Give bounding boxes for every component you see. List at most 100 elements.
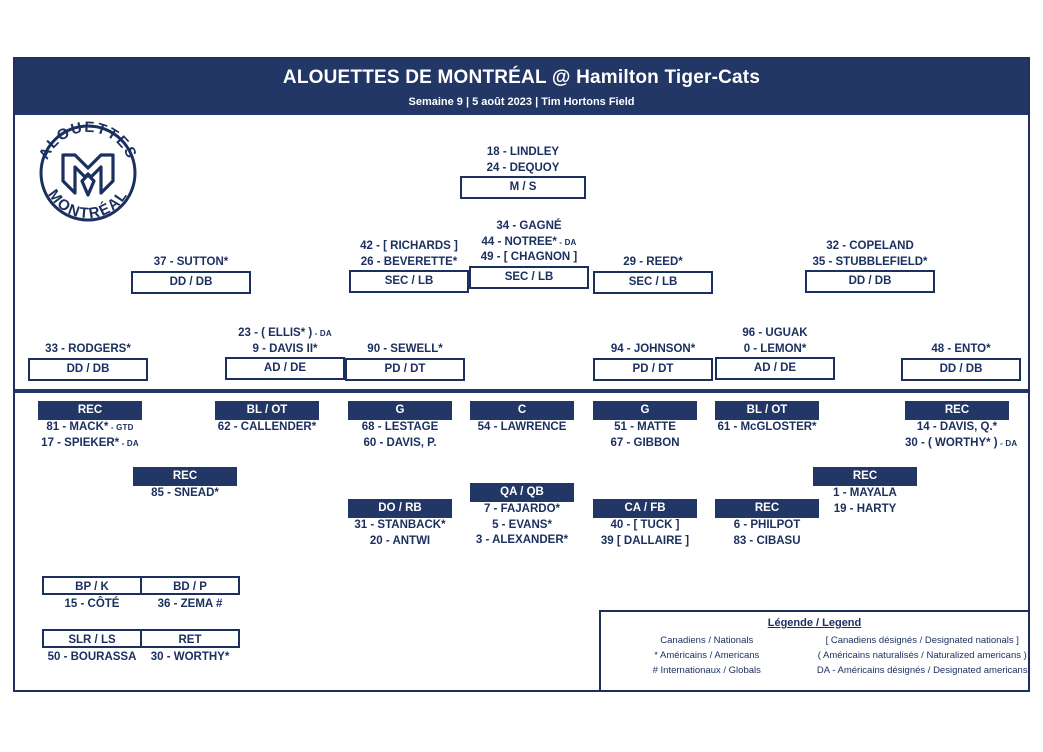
- legend-entry: DA - Américains désignés / Designated am…: [816, 665, 1028, 676]
- position-box: QA / QB: [470, 483, 574, 502]
- legend-entry: ( Américains naturalisés / Naturalized a…: [817, 650, 1027, 661]
- player-list: 18 - LINDLEY 24 - DEQUOY: [460, 145, 586, 176]
- position-box: CA / FB: [593, 499, 697, 518]
- unit-ms: 18 - LINDLEY 24 - DEQUOY M / S: [460, 145, 586, 199]
- position-box: REC: [715, 499, 819, 518]
- player-name: 48 - ENTO*: [931, 343, 991, 355]
- player-name: 24 - DEQUOY: [486, 161, 560, 174]
- player-name: 14 - DAVIS, Q.*: [916, 421, 998, 433]
- player-name: 50 - BOURASSA: [47, 651, 137, 663]
- player-list: 61 - McGLOSTER*: [715, 420, 819, 436]
- unit-rec-right-inner: REC 6 - PHILPOT 83 - CIBASU: [715, 499, 819, 549]
- player-list: 7 - FAJARDO* 5 - EVANS* 3 - ALEXANDER*: [470, 502, 574, 549]
- unit-pd-dt-right: 94 - JOHNSON* PD / DT: [593, 342, 713, 381]
- position-box: BP / K: [42, 576, 142, 595]
- unit-ad-de-right: 96 - UGUAK 0 - LEMON* AD / DE: [715, 326, 835, 380]
- unit-sec-lb-mid: 34 - GAGNÉ 44 - NOTREE* - DA 49 - [ CHAG…: [469, 219, 589, 289]
- position-box: REC: [133, 467, 237, 486]
- player-name: 30 - ( WORTHY* ) - DA: [905, 436, 1018, 449]
- special-teams-cell: BD / P 36 - ZEMA #: [140, 576, 240, 613]
- position-box: DO / RB: [348, 499, 452, 518]
- unit-bl-ot-left: BL / OT 62 - CALLENDER*: [215, 401, 319, 436]
- unit-c-center: C 54 - LAWRENCE: [470, 401, 574, 436]
- special-teams-cell: BP / K 15 - CÔTÉ: [42, 576, 142, 613]
- unit-g-right: G 51 - MATTE 67 - GIBBON: [593, 401, 697, 451]
- player-list: 1 - MAYALA 19 - HARTY: [813, 486, 917, 517]
- player-name: 67 - GIBBON: [610, 436, 680, 449]
- player-name: 51 - MATTE: [614, 421, 676, 433]
- player-name: 90 - SEWELL*: [367, 343, 443, 355]
- player-name: 0 - LEMON*: [743, 342, 807, 355]
- unit-do-rb: DO / RB 31 - STANBACK* 20 - ANTWI: [348, 499, 452, 549]
- special-teams-cell: RET 30 - WORTHY*: [140, 629, 240, 666]
- game-info-subtitle: Semaine 9 | 5 août 2023 | Tim Hortons Fi…: [408, 95, 635, 108]
- player-name: 7 - FAJARDO*: [483, 503, 561, 515]
- player-name: 85 - SNEAD*: [151, 487, 219, 499]
- player-name: 19 - HARTY: [833, 502, 897, 515]
- player-name: 9 - DAVIS II*: [252, 342, 318, 355]
- player-name: 42 - [ RICHARDS ]: [360, 240, 458, 252]
- special-teams-cell: SLR / LS 50 - BOURASSA: [42, 629, 142, 666]
- position-box: C: [470, 401, 574, 420]
- legend-entry: Canadiens / Nationals: [660, 635, 754, 646]
- position-box: AD / DE: [225, 357, 345, 380]
- player-list: 94 - JOHNSON*: [593, 342, 713, 358]
- page-title: ALOUETTES DE MONTRÉAL @ Hamilton Tiger-C…: [282, 67, 761, 88]
- unit-dd-db-far-left: 33 - RODGERS* DD / DB: [28, 342, 148, 381]
- position-box: REC: [38, 401, 142, 420]
- position-box: SEC / LB: [349, 270, 469, 293]
- legend-entry: # Internationaux / Globals: [652, 665, 761, 676]
- player-list: 48 - ENTO*: [901, 342, 1021, 358]
- player-name: 83 - CIBASU: [733, 534, 801, 547]
- player-name: 32 - COPELAND: [826, 240, 914, 252]
- position-box: DD / DB: [131, 270, 251, 294]
- position-box: G: [593, 401, 697, 420]
- unit-bl-ot-right: BL / OT 61 - McGLOSTER*: [715, 401, 819, 436]
- player-list: 14 - DAVIS, Q.* 30 - ( WORTHY* ) - DA: [905, 420, 1018, 451]
- player-list: 37 - SUTTON*: [131, 255, 251, 271]
- unit-dd-db-right-outer: 32 - COPELAND 35 - STUBBLEFIELD* DD / DB: [805, 239, 935, 293]
- player-name: 60 - DAVIS, P.: [363, 436, 437, 449]
- player-name: 1 - MAYALA: [833, 487, 897, 499]
- unit-sec-lb-right: 29 - REED* SEC / LB: [593, 255, 713, 294]
- player-list: 33 - RODGERS*: [28, 342, 148, 358]
- player-name: 31 - STANBACK*: [354, 519, 446, 531]
- designation-suffix: - DA: [997, 438, 1018, 448]
- position-box: AD / DE: [715, 357, 835, 380]
- player-list: 34 - GAGNÉ 44 - NOTREE* - DA 49 - [ CHAG…: [469, 219, 589, 266]
- unit-qa-qb: QA / QB 7 - FAJARDO* 5 - EVANS* 3 - ALEX…: [470, 483, 574, 549]
- position-box: PD / DT: [593, 357, 713, 381]
- player-list: 54 - LAWRENCE: [470, 420, 574, 436]
- position-box: REC: [813, 467, 917, 486]
- player-name: 62 - CALLENDER*: [217, 421, 317, 433]
- designation-suffix: - DA: [556, 237, 577, 247]
- svg-text:ALOUETTES: ALOUETTES: [36, 119, 141, 162]
- player-list: 96 - UGUAK 0 - LEMON*: [715, 326, 835, 357]
- legend-entry: [ Canadiens désignés / Designated nation…: [825, 635, 1019, 646]
- unit-rec-far-left: REC 81 - MACK* - GTD 17 - SPIEKER* - DA: [38, 401, 142, 451]
- unit-rec-slot-right: REC 1 - MAYALA 19 - HARTY: [813, 467, 917, 517]
- legend-entries: Canadiens / Nationals [ Canadiens désign…: [601, 629, 1028, 678]
- player-name: 96 - UGUAK: [742, 327, 808, 339]
- player-name: 33 - RODGERS*: [45, 343, 131, 355]
- player-list: 81 - MACK* - GTD 17 - SPIEKER* - DA: [38, 420, 142, 451]
- position-box: SEC / LB: [593, 270, 713, 294]
- player-name: 6 - PHILPOT: [733, 519, 801, 531]
- player-name: 40 - [ TUCK ]: [610, 519, 680, 531]
- depth-chart-sheet: ALOUETTES DE MONTRÉAL @ Hamilton Tiger-C…: [13, 57, 1030, 692]
- position-box: BD / P: [140, 576, 240, 595]
- unit-dd-db-left-outer: 37 - SUTTON* DD / DB: [131, 255, 251, 294]
- designation-suffix: - DA: [119, 438, 139, 448]
- position-box: BL / OT: [215, 401, 319, 420]
- player-name: 94 - JOHNSON*: [610, 343, 696, 355]
- legend-entry: * Américains / Americans: [654, 650, 760, 661]
- player-name: 30 - WORTHY*: [150, 651, 230, 663]
- player-name: 29 - REED*: [623, 256, 683, 268]
- player-list: 6 - PHILPOT 83 - CIBASU: [715, 518, 819, 549]
- player-list: 90 - SEWELL*: [345, 342, 465, 358]
- player-list: 23 - ( ELLIS* ) - DA 9 - DAVIS II*: [225, 326, 345, 357]
- header-banner: ALOUETTES DE MONTRÉAL @ Hamilton Tiger-C…: [15, 59, 1028, 115]
- position-box: BL / OT: [715, 401, 819, 420]
- designation-suffix: - DA: [312, 329, 332, 338]
